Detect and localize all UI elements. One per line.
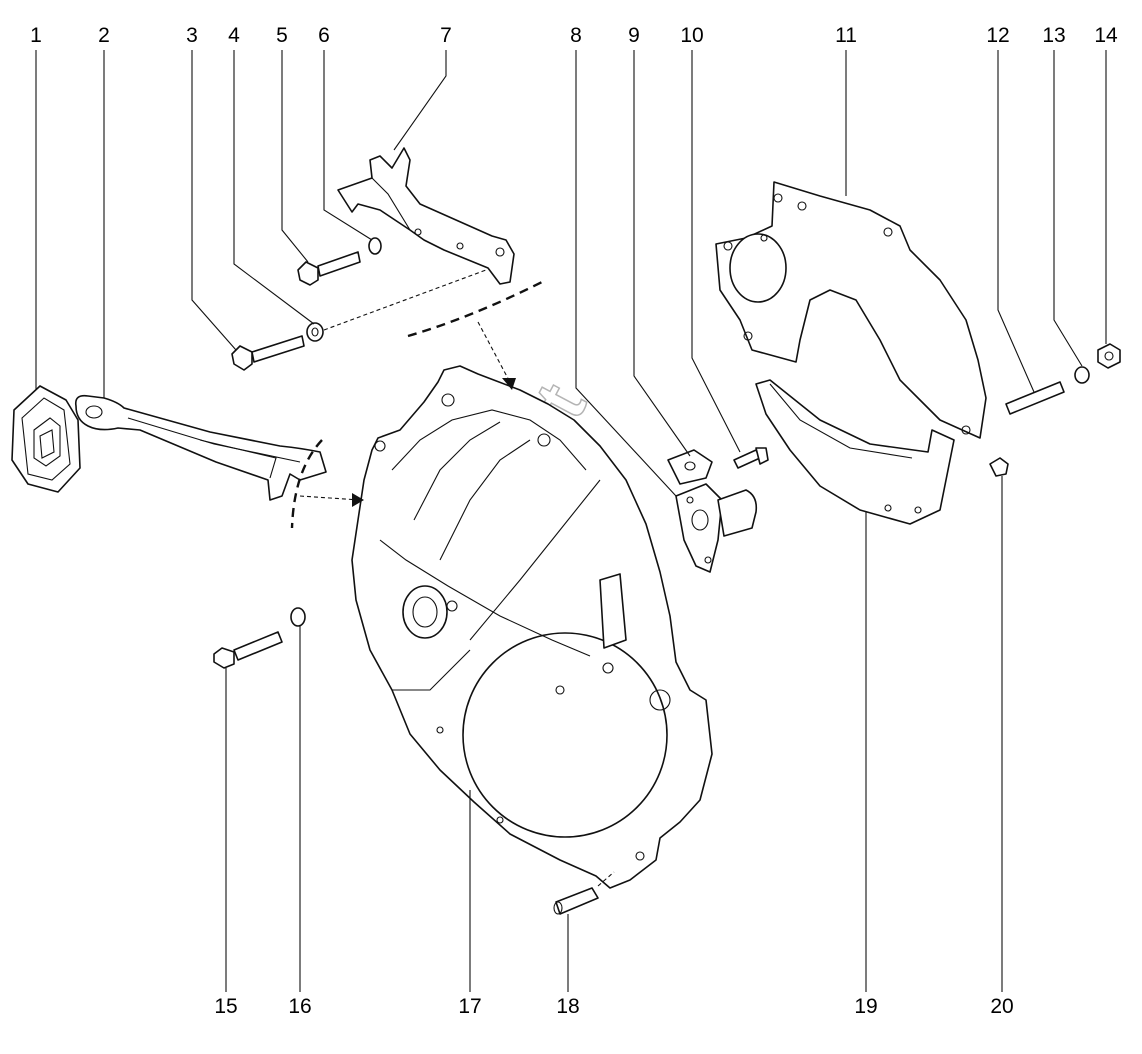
part-6-washer xyxy=(368,237,382,255)
callout-16: 16 xyxy=(288,995,311,1018)
leader-lines xyxy=(35,50,1107,992)
callout-15: 15 xyxy=(214,995,237,1018)
callout-19: 19 xyxy=(854,995,877,1018)
callout-10: 10 xyxy=(680,24,703,47)
part-20-screw xyxy=(989,457,1009,477)
part-9-fitting xyxy=(667,449,713,485)
callout-1: 1 xyxy=(30,24,42,47)
part-5-bolt xyxy=(297,251,361,286)
part-14-nut xyxy=(1097,343,1121,369)
part-12-stud xyxy=(1005,381,1065,415)
part-15-bolt xyxy=(213,631,283,669)
callout-numbers: 1 2 3 4 5 6 7 8 9 10 11 12 13 14 15 16 1… xyxy=(30,24,1118,1018)
part-11-cover-plate xyxy=(715,181,987,439)
part-10-bolt xyxy=(733,447,769,469)
part-17-clutch-housing xyxy=(351,365,713,889)
part-1-boot xyxy=(11,385,81,493)
part-18-dowel xyxy=(553,887,599,915)
callout-8: 8 xyxy=(570,24,582,47)
callout-14: 14 xyxy=(1094,24,1118,47)
part-19-lower-cover xyxy=(755,379,955,525)
callout-7: 7 xyxy=(440,24,452,47)
part-8-bearing-guide xyxy=(675,483,758,573)
callout-5: 5 xyxy=(276,24,288,47)
callout-2: 2 xyxy=(98,24,110,47)
part-13-washer xyxy=(1074,366,1090,384)
callout-13: 13 xyxy=(1042,24,1065,47)
part-16-washer xyxy=(290,607,306,627)
callout-4: 4 xyxy=(228,24,240,47)
callout-11: 11 xyxy=(835,24,857,47)
callout-3: 3 xyxy=(186,24,198,47)
callout-9: 9 xyxy=(628,24,640,47)
part-2-release-fork xyxy=(74,394,327,501)
part-3-bolt xyxy=(231,335,305,371)
assembly-guides xyxy=(290,269,615,887)
callout-20: 20 xyxy=(990,995,1013,1018)
callout-6: 6 xyxy=(318,24,330,47)
callout-17: 17 xyxy=(458,995,481,1018)
callout-18: 18 xyxy=(556,995,579,1018)
part-7-bracket xyxy=(337,147,515,285)
callout-12: 12 xyxy=(986,24,1009,47)
part-4-washer xyxy=(306,322,324,342)
